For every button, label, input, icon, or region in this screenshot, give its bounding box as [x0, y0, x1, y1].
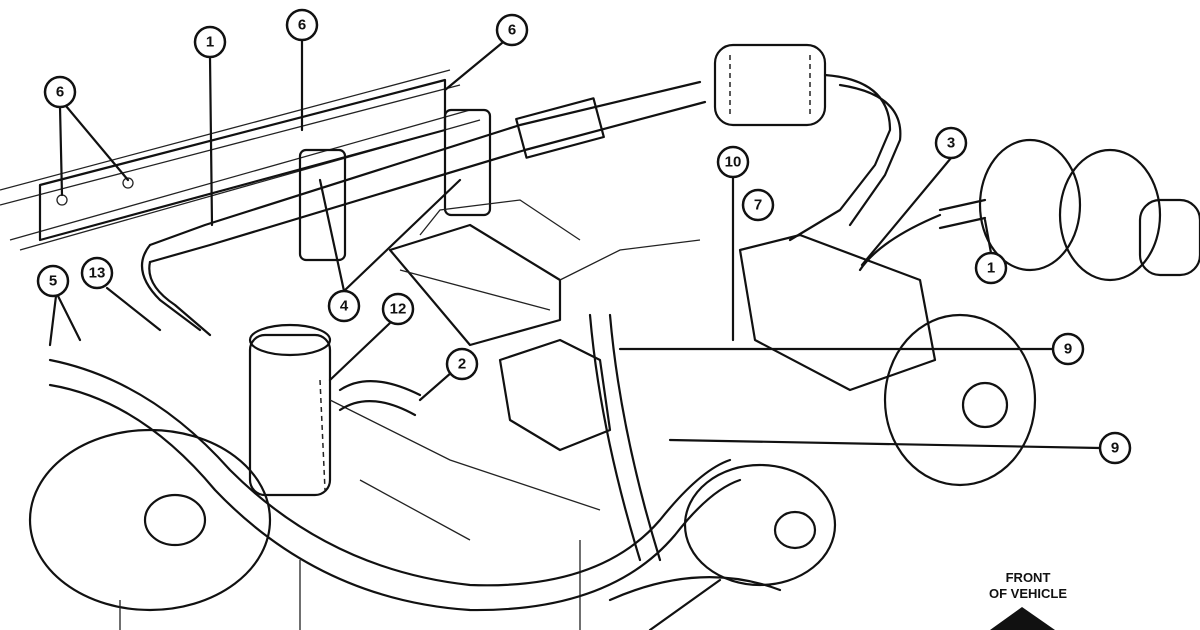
callout-1-right: 1 — [974, 251, 1008, 285]
callout-9-lower: 9 — [1098, 431, 1132, 465]
callout-6-b: 6 — [495, 13, 529, 47]
front-label-line2: OF VEHICLE — [988, 586, 1067, 601]
callout-6-a: 6 — [285, 8, 319, 42]
callout-7: 7 — [741, 188, 775, 222]
fuel-hose-lower — [48, 313, 742, 612]
svg-text:1: 1 — [987, 260, 995, 277]
callout-13: 13 — [80, 256, 114, 290]
front-of-vehicle-label: FRONT OF VEHICLE — [968, 570, 1088, 602]
svg-text:13: 13 — [89, 265, 106, 282]
engine — [28, 199, 1037, 630]
callout-2: 2 — [445, 347, 479, 381]
fuel-filter — [713, 43, 902, 242]
svg-text:7: 7 — [754, 197, 762, 214]
leader-lines — [48, 38, 1102, 450]
fuel-line-upper — [140, 80, 707, 337]
svg-text:9: 9 — [1111, 440, 1119, 457]
svg-text:3: 3 — [947, 135, 955, 152]
svg-text:4: 4 — [340, 298, 349, 315]
callout-3: 3 — [934, 126, 968, 160]
svg-text:2: 2 — [458, 356, 466, 373]
svg-text:6: 6 — [508, 22, 516, 39]
callout-10: 10 — [716, 145, 750, 179]
callout-6-c: 6 — [43, 75, 77, 109]
svg-text:1: 1 — [206, 34, 214, 51]
callout-4: 4 — [327, 289, 361, 323]
air-cleaner — [858, 138, 1200, 282]
callout-9-upper: 9 — [1051, 332, 1085, 366]
callout-5: 5 — [36, 264, 70, 298]
svg-text:12: 12 — [390, 301, 407, 318]
svg-text:6: 6 — [298, 17, 306, 34]
svg-text:10: 10 — [725, 154, 742, 171]
svg-text:5: 5 — [49, 273, 57, 290]
svg-text:6: 6 — [56, 84, 64, 101]
svg-text:9: 9 — [1064, 341, 1072, 358]
front-label-line1: FRONT — [1005, 570, 1051, 585]
callout-1-upper: 1 — [193, 25, 227, 59]
callout-12: 12 — [381, 292, 415, 326]
arrow-up-icon — [990, 607, 1055, 630]
